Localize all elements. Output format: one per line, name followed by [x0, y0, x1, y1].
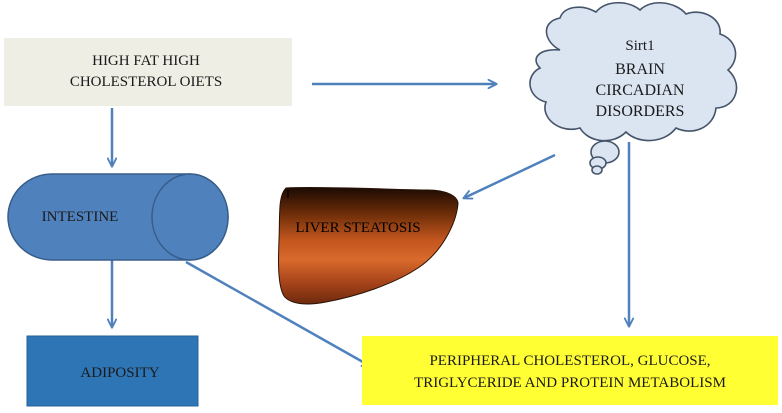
diets-label-line-1: HIGH FAT HIGH	[92, 53, 200, 69]
liver-shape	[278, 186, 459, 305]
intestine-label: INTESTINE	[42, 209, 119, 225]
intestine-node: INTESTINE	[7, 173, 229, 261]
metabolism-label-line-1: PERIPHERAL CHOLESTEROL, GLUCOSE,	[429, 353, 710, 369]
diets-node: HIGH FAT HIGH CHOLESTEROL OIETS	[4, 38, 292, 106]
adiposity-node: ADIPOSITY	[26, 335, 199, 407]
metabolism-label-line-2: TRIGLYCERIDE AND PROTEIN METABOLISM	[414, 375, 726, 391]
sirt1-cloud-node	[529, 1, 738, 175]
metabolism-node: PERIPHERAL CHOLESTEROL, GLUCOSE, TRIGLYC…	[362, 336, 778, 405]
liver-node: LIVER STEATOSIS	[278, 186, 459, 305]
diets-label-line-2: CHOLESTEROL OIETS	[70, 74, 222, 90]
adiposity-label: ADIPOSITY	[80, 365, 159, 381]
diets-box	[4, 38, 292, 106]
thought-bubble-small	[591, 165, 603, 175]
metabolism-box	[362, 336, 778, 405]
arrow-intestine-to-metabolism	[185, 260, 370, 366]
liver-label: LIVER STEATOSIS	[295, 220, 420, 236]
adiposity-box	[26, 335, 199, 407]
connector-arrows	[112, 84, 629, 366]
arrow-sirt1-to-liver	[464, 153, 556, 198]
sirt1-label-line-3: CIRCADIAN	[596, 82, 685, 99]
sirt1-label-line-4: DISORDERS	[596, 103, 685, 120]
intestine-end-cap	[151, 173, 229, 261]
sirt1-cloud-shape	[529, 1, 738, 142]
sirt1-label-line-2: BRAIN	[615, 61, 665, 78]
sirt1-label-line-1: Sirt1	[625, 38, 654, 54]
sirt1-labels: Sirt1 BRAIN CIRCADIAN DISORDERS	[596, 38, 685, 120]
